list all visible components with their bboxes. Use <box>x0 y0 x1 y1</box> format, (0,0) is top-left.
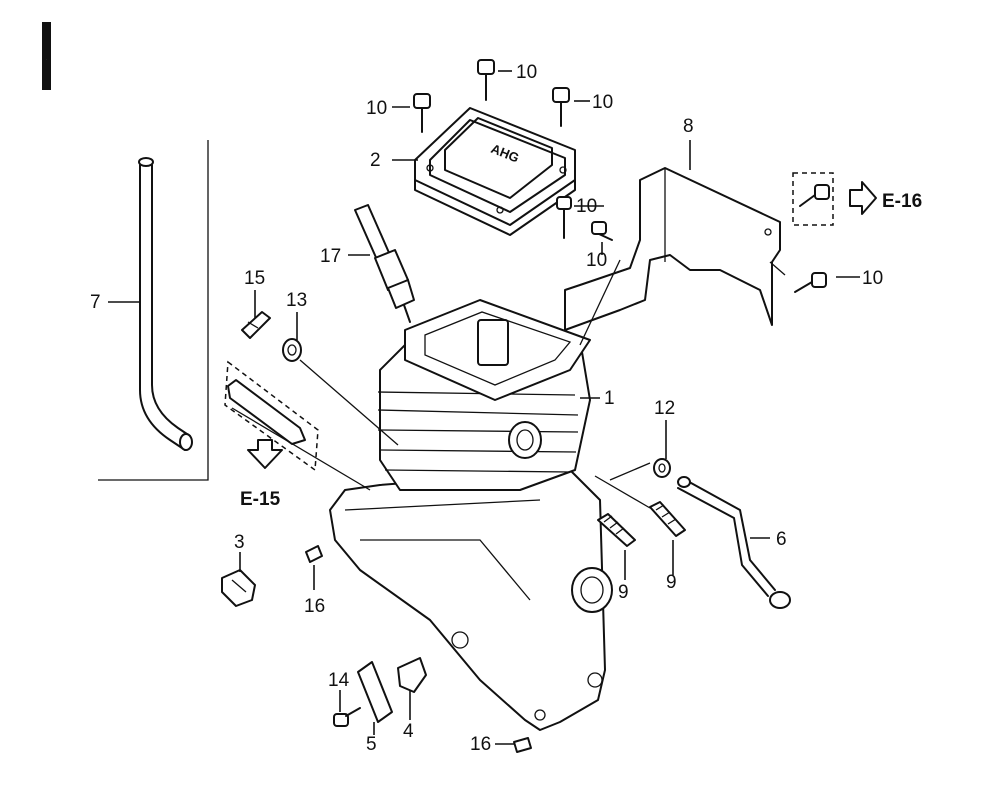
clip-part-3[interactable] <box>221 569 256 607</box>
bolt-upper-e16 <box>799 184 830 207</box>
stud-bolt-part-9[interactable] <box>649 501 686 537</box>
part-label-11: 10 <box>862 268 883 289</box>
screw-part-14[interactable] <box>333 707 361 727</box>
washer-part-12[interactable] <box>653 458 671 478</box>
section-letter-mark <box>42 22 51 90</box>
part-label-1: 1 <box>604 388 615 409</box>
part-label-12: 12 <box>654 398 675 419</box>
part-label-17: 17 <box>320 246 341 267</box>
tab-part-4[interactable] <box>397 657 427 693</box>
bolt-part-10[interactable] <box>552 87 570 127</box>
bracket-part-8[interactable] <box>564 167 781 331</box>
reference-e15[interactable]: E-15 <box>224 360 319 510</box>
part-label-10: 10 <box>366 98 387 119</box>
dowel-pin-part-16[interactable] <box>513 737 532 753</box>
part-label-9: 9 <box>618 582 629 603</box>
plate-part-5[interactable] <box>357 661 393 723</box>
bolt-part-10[interactable] <box>556 196 572 239</box>
part-label-16: 16 <box>470 734 491 755</box>
top-cover-part-2[interactable]: AHG <box>414 107 576 236</box>
leader-lines <box>108 70 860 745</box>
bolt-part-10[interactable] <box>477 59 495 101</box>
dowel-pin-part-16[interactable] <box>305 545 323 563</box>
part-label-7: 7 <box>90 292 101 313</box>
part-label-13: 13 <box>286 290 307 311</box>
stud-bolt-part-9[interactable] <box>597 513 636 547</box>
bolt-part-10[interactable] <box>591 221 613 241</box>
bolt-part-10[interactable] <box>413 93 431 133</box>
part-label-15: 15 <box>244 268 265 289</box>
part-label-5: 5 <box>366 734 377 755</box>
reference-e16-label: E-16 <box>882 191 922 212</box>
reference-e15-label: E-15 <box>240 489 281 510</box>
spark-plug-part-17[interactable] <box>354 204 415 323</box>
hose-part-7[interactable] <box>98 140 209 481</box>
reference-e16[interactable]: E-16 <box>792 172 922 226</box>
part-label-6: 6 <box>776 529 787 550</box>
part-label-10: 10 <box>576 196 597 217</box>
part-label-2: 2 <box>370 150 381 171</box>
part-label-4: 4 <box>403 721 414 742</box>
part-label-8: 8 <box>683 116 694 137</box>
part-label-9: 9 <box>666 572 677 593</box>
rod-part-6[interactable] <box>677 476 791 609</box>
clip-part-15[interactable] <box>241 311 271 339</box>
part-label-14: 14 <box>328 670 350 691</box>
part-label-3: 3 <box>234 532 245 553</box>
part-label-10: 10 <box>516 62 537 83</box>
part-labels: 10 10 10 10 10 2 17 7 8 10 15 13 1 12 6 … <box>90 62 883 755</box>
part-label-10: 10 <box>586 250 607 271</box>
cylinder-part-1[interactable] <box>329 299 613 731</box>
bolt-part-11[interactable] <box>794 272 827 293</box>
part-label-16: 16 <box>304 596 325 617</box>
grommet-part-13[interactable] <box>282 338 302 362</box>
part-label-10: 10 <box>592 92 613 113</box>
